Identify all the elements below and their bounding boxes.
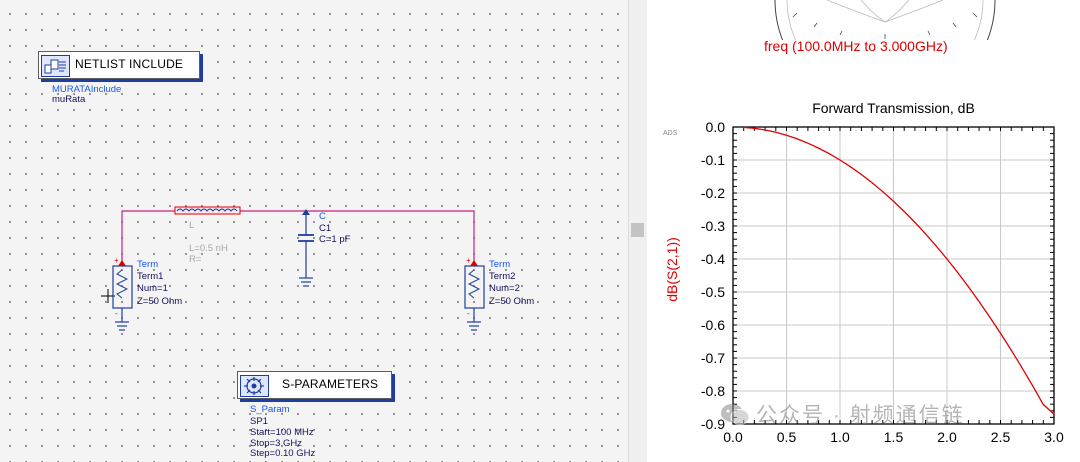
s-parameters-icon — [240, 375, 269, 397]
series-point — [882, 191, 884, 193]
capacitor-symbol — [298, 209, 314, 287]
y-axis-label: dB(S(2,1)) — [664, 237, 680, 302]
series-point — [1042, 403, 1044, 406]
smith-chart-fragment — [774, 0, 996, 40]
series-point — [871, 182, 873, 184]
series-point — [892, 200, 895, 202]
series-point — [967, 286, 969, 288]
y-tick-label: -0.2 — [701, 185, 725, 201]
data-display-window[interactable]: freq (100.0MHz to 3.000GHz) 0.0 0.5 1.0 1.5… — [647, 0, 1080, 462]
svg-text:+: + — [114, 256, 119, 265]
schematic-canvas[interactable]: NETLIST INCLUDE MURATAInclude muRata — [0, 0, 628, 462]
x-tick-label: 1.0 — [830, 429, 850, 445]
wechat-icon — [720, 402, 750, 426]
series-point — [935, 245, 937, 247]
series-point — [764, 129, 766, 131]
series-point — [785, 134, 788, 136]
series-point — [925, 233, 927, 235]
y-tick-label: -0.6 — [701, 317, 725, 333]
x-tick-label: 3.0 — [1044, 429, 1064, 445]
y-tick-label: 0.0 — [706, 119, 726, 135]
x-tick-label: 2.0 — [937, 429, 957, 445]
netlist-include-icon — [41, 55, 70, 77]
svg-text:+: + — [466, 256, 471, 265]
svg-text:-: - — [115, 309, 118, 318]
pane-splitter[interactable] — [628, 0, 648, 462]
series-point — [860, 173, 862, 176]
series-point — [1032, 385, 1034, 387]
s-parameters-params: Start=100 MHz Stop=3 GHz Step=0.10 GHz — [250, 427, 316, 460]
svg-text:-: - — [467, 309, 470, 318]
splitter-handle[interactable] — [631, 223, 644, 237]
netlist-include-component[interactable]: NETLIST INCLUDE — [38, 51, 200, 79]
series-point — [914, 221, 916, 223]
y-tick-label: -0.1 — [701, 152, 725, 168]
term1-symbol: + - — [112, 256, 133, 331]
series-point — [775, 131, 777, 133]
chart-title: Forward Transmission, dB — [812, 100, 975, 116]
series-point — [839, 159, 841, 161]
series-point — [753, 127, 755, 129]
term1-type-label: Term — [137, 259, 159, 270]
netlist-include-instance-name: muRata — [52, 94, 86, 105]
series-point — [796, 138, 798, 140]
term2-type-label: Term — [489, 259, 511, 270]
ads-corner-label: ADS — [663, 130, 678, 137]
series-point — [743, 126, 745, 128]
capacitor-value: C=1 pF — [319, 234, 351, 245]
inductor-name-label: L — [189, 220, 195, 231]
inductor-param-l: L=0.5 nH — [189, 243, 228, 254]
netlist-include-title: NETLIST INCLUDE — [75, 57, 184, 71]
series-point — [818, 147, 820, 149]
term1-num: Num=1 — [137, 283, 168, 294]
series-point — [1053, 413, 1055, 415]
y-tick-label: -0.9 — [701, 416, 725, 432]
s-parameters-start: Start=100 MHz — [250, 427, 314, 438]
y-tick-label: -0.3 — [701, 218, 725, 234]
s-parameters-component[interactable]: S-PARAMETERS — [237, 371, 392, 399]
capacitor-instance-name: C1 — [319, 223, 332, 234]
y-tick-label: -0.7 — [701, 350, 725, 366]
s-parameters-stop: Stop=3 GHz — [250, 437, 303, 449]
series-point — [946, 258, 948, 260]
series-line — [743, 126, 1055, 415]
term2-instance-name: Term2 — [489, 271, 516, 282]
series-point — [1021, 366, 1023, 369]
x-tick-label: 0.0 — [723, 429, 743, 445]
term2-num: Num=2 — [489, 283, 520, 294]
series-point — [989, 316, 991, 318]
series-point — [1010, 349, 1012, 351]
s-parameters-type-label: S_Param — [250, 404, 290, 415]
series-point — [807, 142, 809, 144]
netlist-include-type-label: MURATAInclude — [52, 84, 122, 95]
plot-frame — [732, 126, 1055, 425]
x-tick-label: 1.5 — [884, 429, 904, 445]
circuit-wiring: + - + - — [112, 206, 485, 331]
series-point — [957, 271, 959, 274]
x-tick-label: 0.5 — [777, 429, 797, 445]
s-parameters-title: S-PARAMETERS — [282, 377, 379, 391]
forward-transmission-chart[interactable]: 0.0 0.5 1.0 1.5 2.0 2.5 3.0 0.0 -0.1 -0.2 -0.3 -0.4… — [647, 0, 1080, 462]
inductor-symbol — [174, 206, 241, 215]
x-tick-label: 2.5 — [991, 429, 1011, 445]
series-point — [850, 166, 852, 168]
s-parameters-instance-name: SP1 — [250, 416, 268, 427]
term2-symbol: + - — [464, 256, 485, 331]
series-point — [828, 153, 830, 155]
capacitor-type-label: C — [319, 211, 326, 222]
s-parameters-step: Step=0.10 GHz — [250, 448, 316, 459]
term1-impedance: Z=50 Ohm — [137, 296, 183, 307]
watermark: 公众号 · 射频通信链 — [720, 399, 965, 429]
series-point — [999, 332, 1002, 334]
y-tick-label: -0.8 — [701, 383, 725, 399]
term1-instance-name: Term1 — [137, 271, 164, 282]
series-point — [903, 210, 905, 213]
watermark-text: 公众号 · 射频通信链 — [756, 404, 965, 427]
term2-impedance: Z=50 Ohm — [489, 296, 535, 307]
inductor-param-r: R= — [189, 254, 202, 265]
series-point — [978, 300, 980, 303]
y-tick-label: -0.5 — [701, 284, 725, 300]
y-tick-label: -0.4 — [701, 251, 725, 267]
smith-chart-freq-label: freq (100.0MHz to 3.000GHz) — [764, 38, 948, 54]
